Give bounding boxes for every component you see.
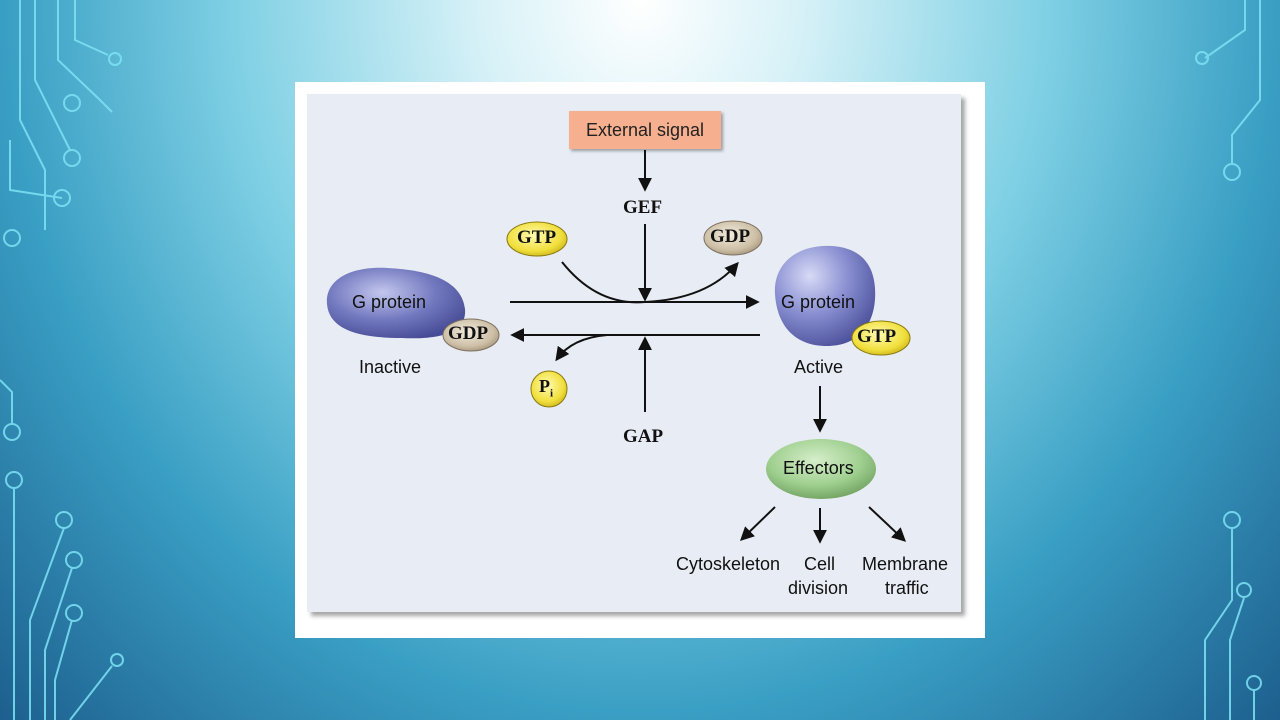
gdp-bound-pill [442,318,500,352]
membrane-traffic-label-line1: Membrane [862,554,949,574]
g-protein-cycle-diagram: External signal GEF GAP GTP GDP G protei… [307,94,961,612]
gtp-bound-pill [851,320,911,356]
gdp-released-pill [703,220,763,256]
cell-division-label-line1: Cell [804,554,836,574]
external-signal-label: External signal [585,119,705,140]
effectors-shape [766,439,876,499]
gap-label: GAP [623,426,664,447]
pi-subscript: i [550,387,554,400]
active-label: Active [794,357,844,377]
gef-label: GEF [623,197,663,218]
external-signal-box: External signal [569,111,721,149]
pi-label: Pi [539,376,553,400]
pi-circle [530,370,568,408]
effectors-label: Effectors [783,458,854,478]
membrane-traffic-arrow [868,506,907,542]
figure-card: External signal GEF GAP GTP GDP G protei… [295,82,985,638]
gtp-free-pill [506,221,568,257]
inactive-label: Inactive [359,357,422,377]
pi-letter: P [539,376,550,396]
active-g-protein-label: G protein [781,292,856,312]
gtp-gdp-exchange-curve [561,261,739,304]
inactive-g-protein-shape [326,267,466,339]
diagram-graphics [326,150,911,544]
gtp-bound-label: GTP [857,326,897,347]
membrane-traffic-label-line2: traffic [885,578,929,598]
cytoskeleton-arrow [739,506,776,541]
active-g-protein-shape [774,245,876,346]
pi-release-curve [555,334,608,362]
inactive-g-protein-label: G protein [352,292,427,312]
cell-division-label-line2: division [788,578,849,598]
gdp-released-label: GDP [710,226,751,247]
gtp-free-label: GTP [517,227,557,248]
cytoskeleton-label: Cytoskeleton [676,554,781,574]
gdp-bound-label: GDP [448,323,489,344]
